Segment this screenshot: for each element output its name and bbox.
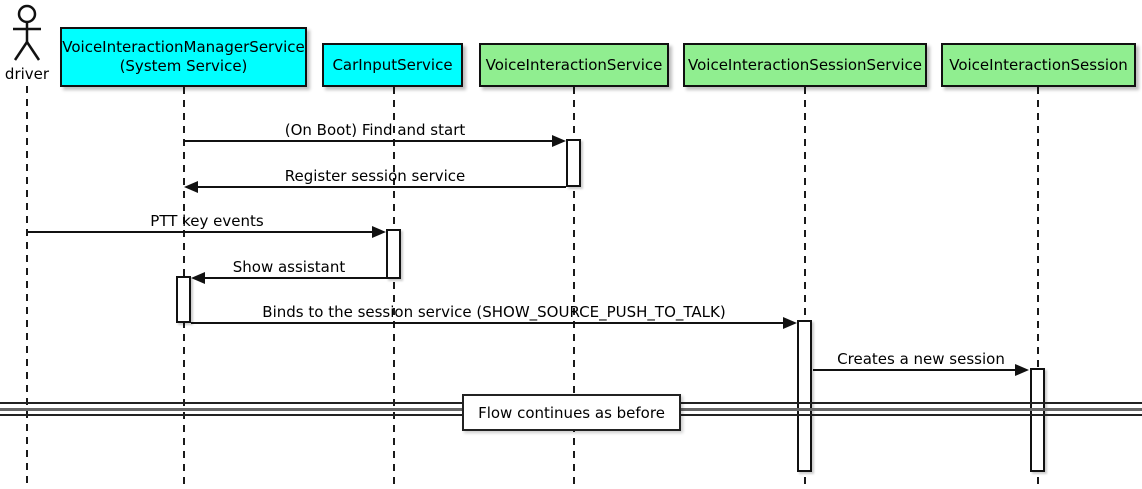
participant-box-voiceinteractionsessionservice: VoiceInteractionSessionService (683, 43, 927, 87)
lifeline-driver (26, 86, 28, 487)
lifeline-voiceinteractionsession (1037, 87, 1039, 487)
arrowhead-right-icon (783, 317, 797, 329)
arrowhead-left-icon (191, 272, 205, 284)
message-label: (On Boot) Find and start (284, 121, 466, 139)
lifeline-voiceinteractionsessionservice (804, 87, 806, 487)
activation-bar-voiceinteractionsessionservice (797, 320, 812, 472)
activation-bar-voiceinteractionmanagerservice (176, 276, 191, 323)
actor-driver (7, 4, 47, 64)
participant-box-voiceinteractionservice: VoiceInteractionService (479, 43, 669, 87)
actor-person-icon (13, 4, 41, 61)
arrowhead-left-icon (184, 181, 198, 193)
lifeline-voiceinteractionservice (573, 87, 575, 487)
arrowhead-right-icon (552, 135, 566, 147)
participant-box-voiceinteractionmanagerservice: VoiceInteractionManagerService (System S… (60, 27, 307, 87)
activation-bar-voiceinteractionsession (1030, 368, 1045, 472)
message-arrow-line (191, 322, 784, 324)
participant-sublabel: (System Service) (119, 57, 248, 75)
participant-box-carinputservice: CarInputService (322, 43, 463, 87)
participant-label: CarInputService (332, 55, 453, 74)
message-arrow-line (204, 277, 386, 279)
divider-label: Flow continues as before (478, 403, 665, 422)
message-arrow-line (184, 140, 553, 142)
message-arrow-line (813, 369, 1016, 371)
message-label: Creates a new session (837, 350, 1005, 368)
activation-bar-carinputservice (386, 229, 401, 279)
participant-label: VoiceInteractionSession (949, 55, 1128, 74)
participant-label: VoiceInteractionSessionService (688, 55, 922, 74)
arrowhead-right-icon (372, 226, 386, 238)
message-label: Binds to the session service (SHOW_SOURC… (262, 303, 726, 321)
message-label: PTT key events (150, 212, 264, 230)
message-label: Register session service (284, 167, 466, 185)
message-arrow-line (197, 186, 566, 188)
arrowhead-right-icon (1015, 364, 1029, 376)
lifeline-carinputservice (393, 87, 395, 487)
activation-bar-voiceinteractionservice (566, 139, 581, 187)
message-label: Show assistant (232, 258, 346, 276)
actor-label: driver (4, 65, 50, 83)
participant-label: VoiceInteractionManagerService (62, 38, 305, 56)
divider-label-box: Flow continues as before (462, 394, 681, 431)
participant-box-voiceinteractionsession: VoiceInteractionSession (941, 43, 1136, 87)
message-arrow-line (28, 231, 373, 233)
participant-label: VoiceInteractionService (485, 55, 663, 74)
